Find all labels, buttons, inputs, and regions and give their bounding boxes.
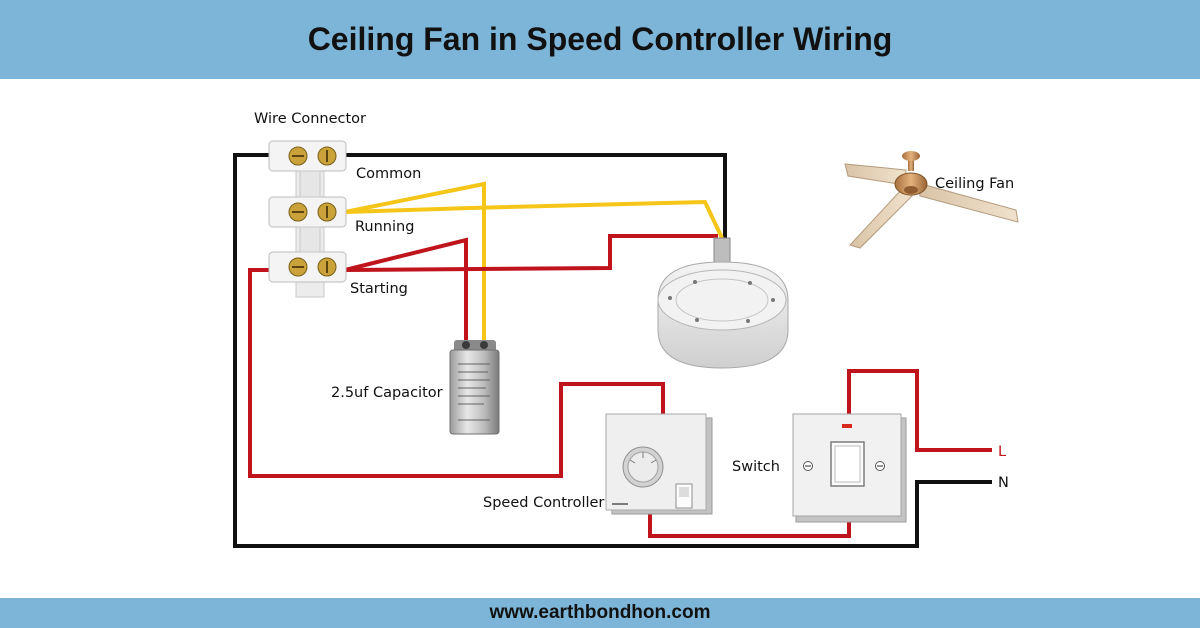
fan-motor [657, 237, 789, 369]
wire-connector-label: Wire Connector [254, 111, 366, 127]
wire-connector [268, 140, 347, 298]
page-title: Ceiling Fan in Speed Controller Wiring [307, 21, 893, 57]
black-wire-loop [233, 153, 992, 548]
live-terminal-label: L [998, 444, 1006, 460]
wires [233, 153, 992, 548]
speed-controller [605, 413, 713, 515]
red-wire-starting-to-motor [344, 234, 718, 272]
footer-banner: www.earthbondhon.com [0, 598, 1200, 628]
common-label: Common [356, 166, 421, 182]
capacitor-label: 2.5uf Capacitor [331, 385, 443, 401]
red-wire-to-capacitor [344, 237, 468, 343]
black-wire-common [345, 153, 727, 240]
neutral-terminal-label: N [998, 475, 1009, 491]
red-wire-controller-to-switch [648, 513, 851, 538]
connector-terminal [268, 196, 347, 228]
switch-label: Switch [732, 459, 780, 475]
speed-controller-label: Speed Controller [483, 495, 604, 511]
running-label: Running [355, 219, 414, 235]
wiring-diagram: Wire Connector Common Running Starting 2… [233, 111, 1019, 548]
switch [792, 413, 907, 523]
starting-label: Starting [350, 281, 408, 297]
title-banner: Ceiling Fan in Speed Controller Wiring [0, 0, 1200, 79]
ceiling-fan-image [844, 151, 1019, 249]
connector-terminal [268, 251, 347, 283]
capacitor [449, 340, 500, 435]
yellow-wire-running-to-motor [344, 199, 724, 239]
ceiling-fan-label: Ceiling Fan [935, 176, 1014, 192]
red-wire-switch-to-live [847, 369, 992, 452]
red-wire-connector-to-controller [248, 268, 665, 478]
yellow-wire-to-capacitor [344, 181, 486, 343]
connector-terminal [268, 140, 347, 172]
footer-url: www.earthbondhon.com [489, 602, 711, 623]
